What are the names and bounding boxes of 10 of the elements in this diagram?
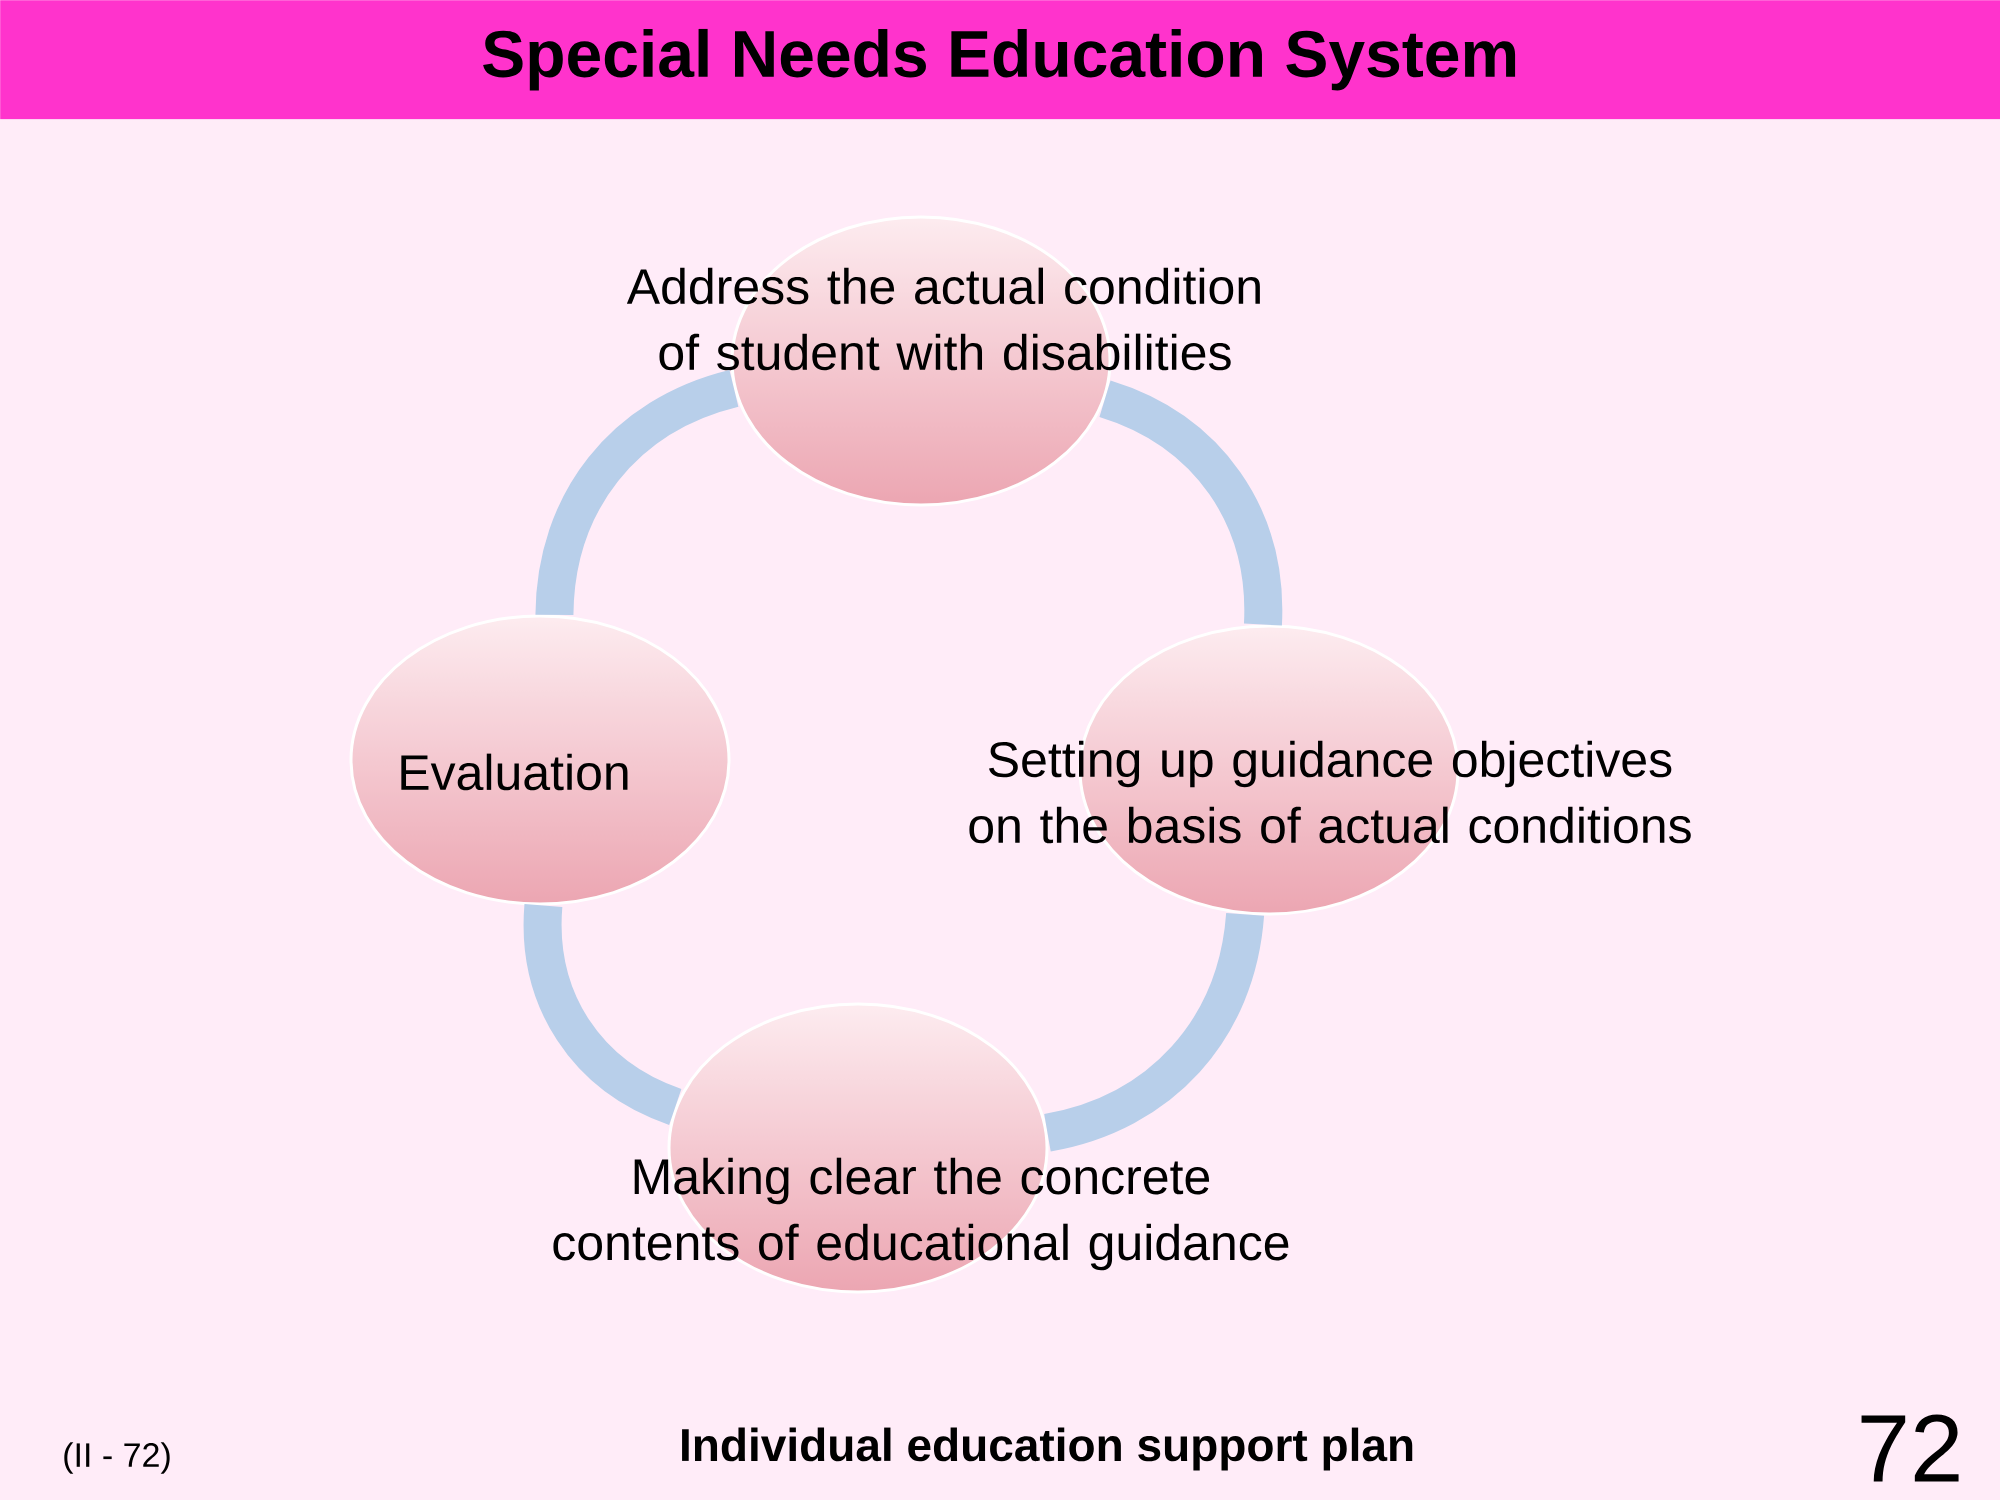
page-number: 72 xyxy=(1861,1414,1959,1482)
slide-code: (II - 72) xyxy=(64,1442,170,1474)
node-text: Evaluation xyxy=(401,753,628,791)
arc-connector xyxy=(1043,912,1264,1152)
node-text: Setting up guidance objectives on the basis of actual conditions xyxy=(969,740,1691,844)
node-text: Making clear the concrete contents of educational guidance xyxy=(553,1157,1289,1271)
node-text: Address the actual condition of student with disabilities xyxy=(626,267,1260,371)
title-bar: Special Needs Education System xyxy=(0,0,2000,120)
caption: Individual education support plan xyxy=(682,1427,1413,1471)
arc-connector xyxy=(535,370,740,616)
